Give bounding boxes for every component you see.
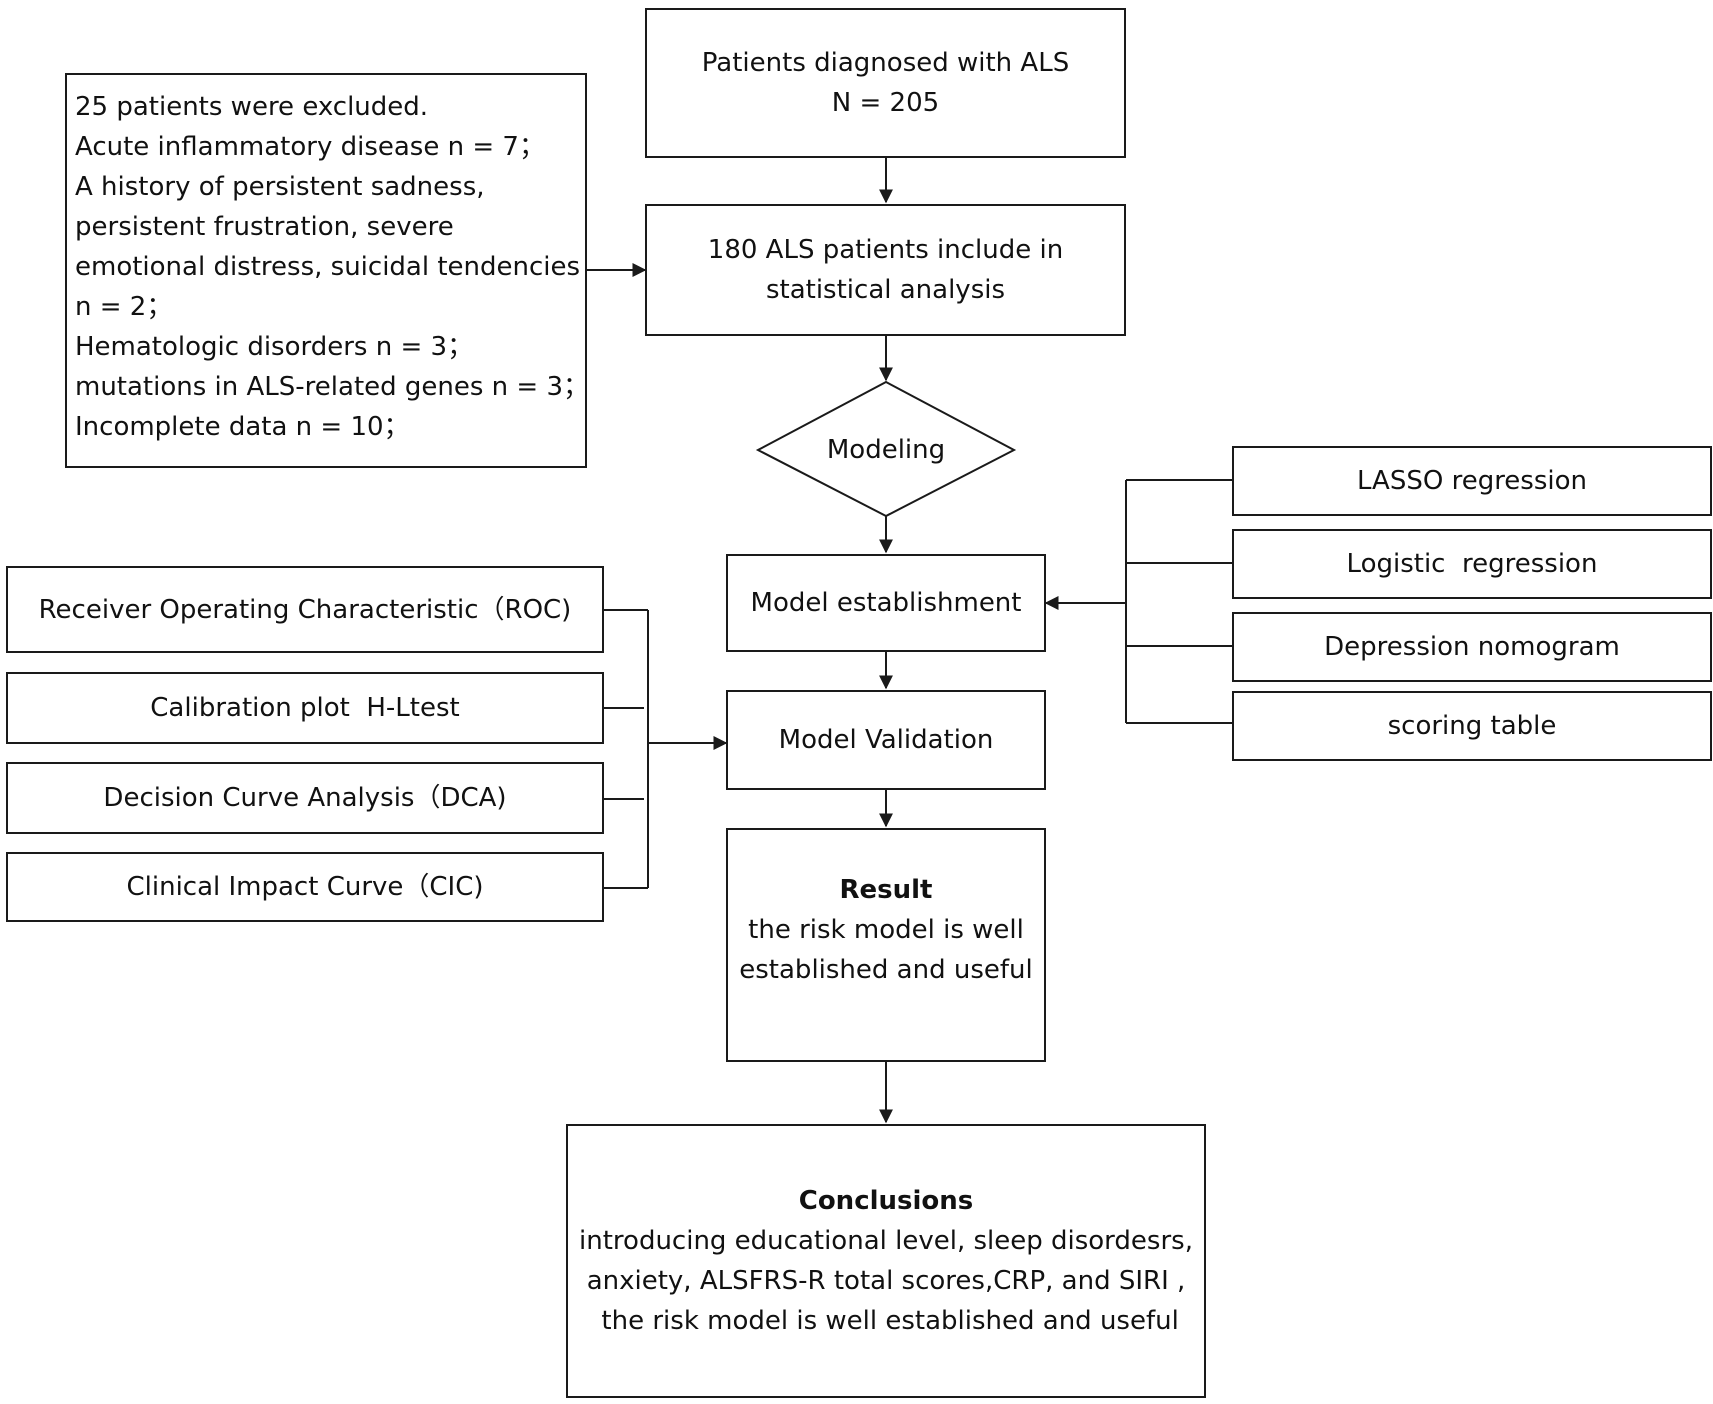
validation-method-label: Decision Curve Analysis（DCA)	[103, 783, 507, 813]
result-line-1: the risk model is well	[748, 915, 1024, 945]
start-box: Patients diagnosed with ALS N = 205	[645, 8, 1126, 158]
included-box: 180 ALS patients include in statistical …	[645, 204, 1126, 336]
start-line-2: N = 205	[831, 88, 940, 118]
result-title: Result	[839, 875, 933, 905]
conclusions-line: the risk model is well established and u…	[593, 1306, 1179, 1336]
validation-method-box-cic: Clinical Impact Curve（CIC)	[6, 852, 604, 922]
exclusion-line: A history of persistent sadness,	[75, 172, 485, 202]
method-box-lasso: LASSO regression	[1232, 446, 1712, 516]
validation-method-box-roc: Receiver Operating Characteristic（ROC)	[6, 566, 604, 653]
exclusion-box: 25 patients were excluded. Acute inflamm…	[65, 73, 590, 468]
method-box-scoring: scoring table	[1232, 691, 1712, 761]
conclusions-line: anxiety, ALSFRS-R total scores,CRP, and …	[586, 1266, 1186, 1296]
exclusion-line: persistent frustration, severe	[75, 212, 454, 242]
validation-label: Model Validation	[778, 725, 994, 755]
conclusions-title: Conclusions	[798, 1186, 974, 1216]
conclusions-line: introducing educational level, sleep dis…	[579, 1226, 1193, 1256]
validation-box: Model Validation	[726, 690, 1046, 790]
modeling-label: Modeling	[826, 435, 946, 465]
result-line-2: established and useful	[739, 955, 1033, 985]
method-box-logistic: Logistic regression	[1232, 529, 1712, 599]
exclusion-line: Hematologic disorders n = 3；	[75, 332, 474, 362]
establishment-label: Model establishment	[750, 588, 1022, 618]
establishment-box: Model establishment	[726, 554, 1046, 652]
validation-method-label: Calibration plot H-Ltest	[150, 693, 460, 723]
conclusions-box: Conclusions introducing educational leve…	[566, 1124, 1206, 1398]
method-label: LASSO regression	[1356, 466, 1588, 496]
exclusion-line: Acute inflammatory disease n = 7；	[75, 132, 545, 162]
exclusion-line: 25 patients were excluded.	[75, 92, 429, 122]
validation-method-label: Receiver Operating Characteristic（ROC)	[38, 594, 572, 625]
result-box: Result the risk model is well establishe…	[726, 828, 1046, 1062]
start-line-1: Patients diagnosed with ALS	[701, 48, 1070, 78]
exclusion-line: emotional distress, suicidal tendencies	[75, 252, 581, 282]
included-line-1: 180 ALS patients include in	[707, 235, 1064, 265]
validation-method-box-dca: Decision Curve Analysis（DCA)	[6, 762, 604, 834]
exclusion-line: Incomplete data n = 10；	[75, 412, 410, 442]
exclusion-line: n = 2；	[75, 292, 173, 322]
included-line-2: statistical analysis	[765, 275, 1006, 305]
method-label: Logistic regression	[1346, 549, 1598, 579]
method-label: scoring table	[1387, 711, 1557, 741]
modeling-label-wrap: Modeling	[758, 428, 1014, 472]
validation-method-label: Clinical Impact Curve（CIC)	[126, 872, 484, 902]
method-box-nomogram: Depression nomogram	[1232, 612, 1712, 682]
validation-method-box-calibration: Calibration plot H-Ltest	[6, 672, 604, 744]
exclusion-line: mutations in ALS-related genes n = 3；	[75, 372, 590, 402]
method-label: Depression nomogram	[1324, 632, 1620, 662]
